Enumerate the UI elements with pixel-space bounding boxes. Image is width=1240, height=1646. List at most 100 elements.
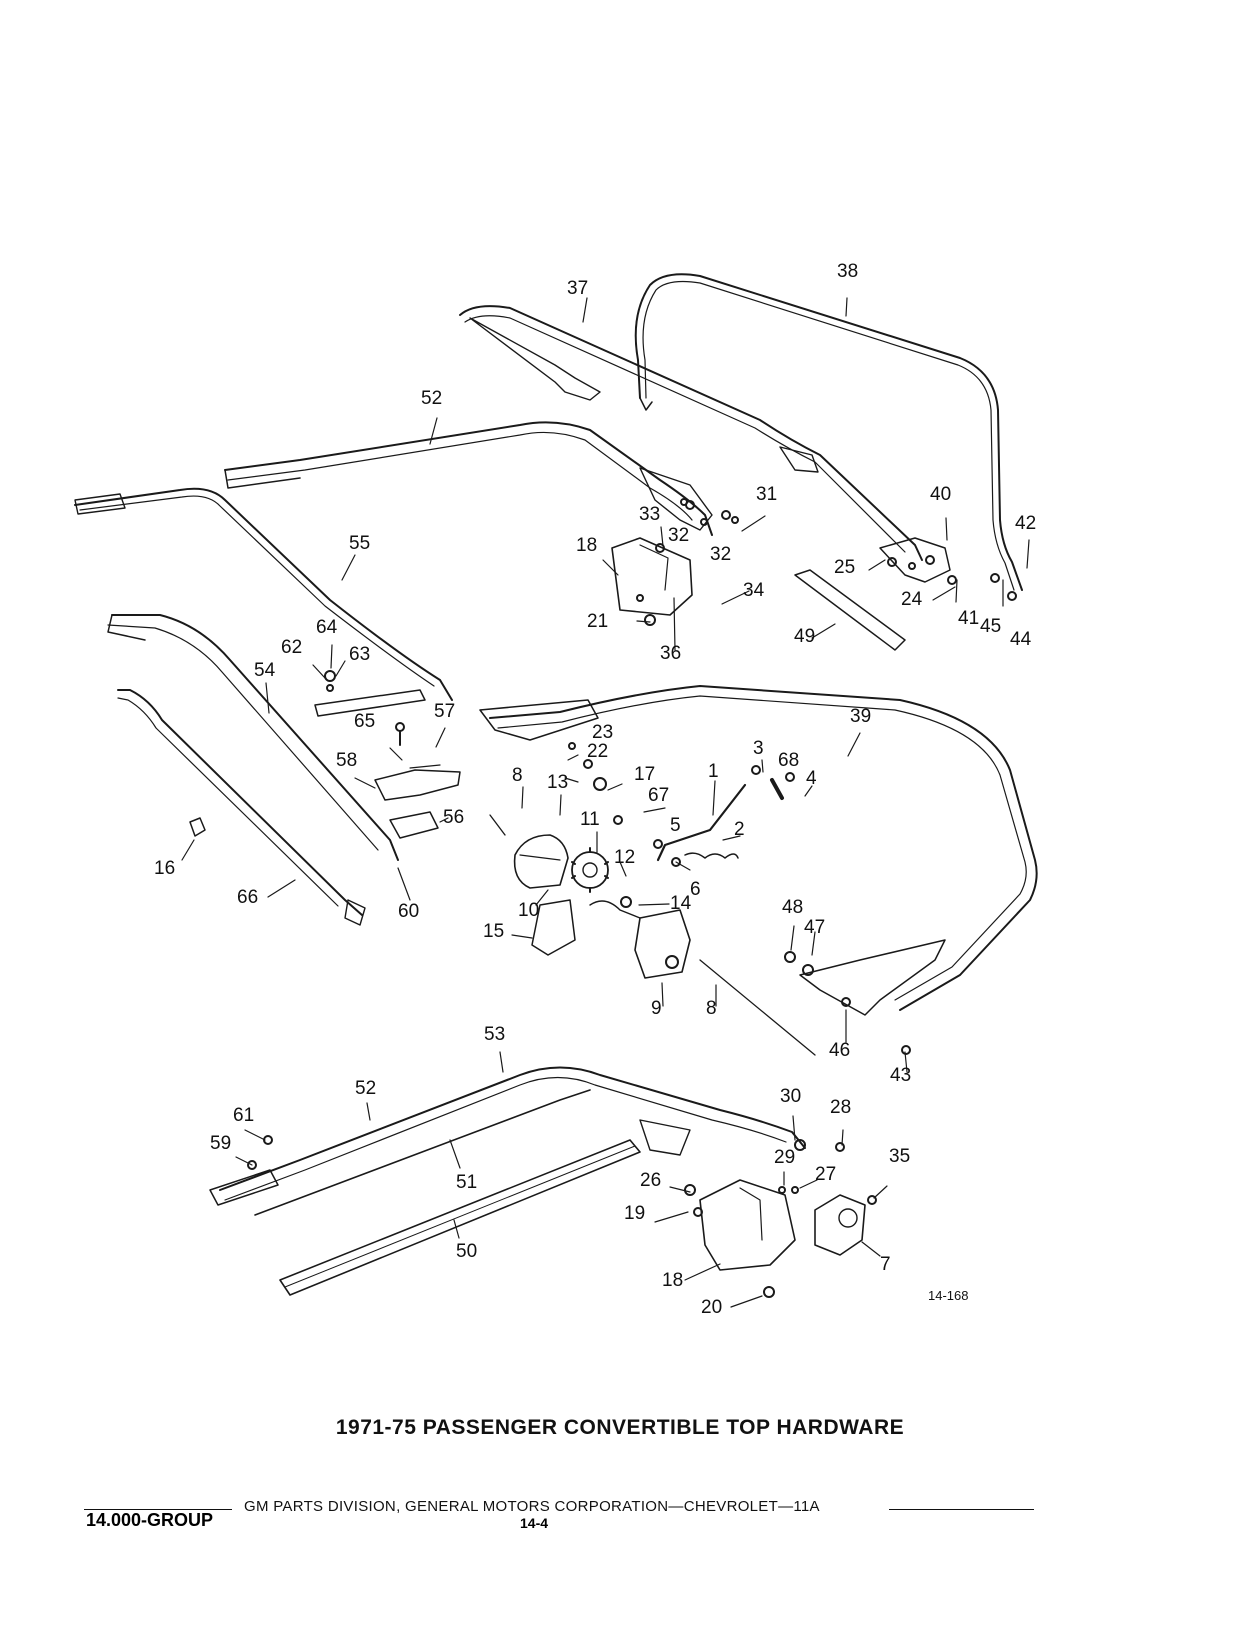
callout-label: 48 [782,897,803,918]
callout-label: 62 [281,637,302,658]
part-55-front-rail [74,487,453,701]
callout-label: 56 [443,807,464,828]
callout-label: 51 [456,1172,477,1193]
callout-label: 14 [670,893,692,914]
part-66-weatherstrip [117,689,363,916]
callout-label: 12 [614,847,635,868]
callout-label: 7 [880,1254,891,1275]
part-39-side-rail [489,685,1038,1011]
callout-label: 18 [662,1270,683,1291]
callout-label: 13 [547,772,568,793]
callout-label: 16 [154,858,175,879]
callout-label: 61 [233,1105,254,1126]
footer-rule-left [84,1509,232,1510]
footer-division: GM PARTS DIVISION, GENERAL MOTORS CORPOR… [244,1498,820,1515]
callout-label: 39 [850,706,871,727]
callout-label: 8 [512,765,523,786]
callout-label: 29 [774,1147,795,1168]
diagram-linework [74,273,1038,1308]
callout-label: 66 [237,887,258,908]
callout-label: 21 [587,611,608,632]
callout-label: 20 [701,1297,722,1318]
page-number: 14-4 [520,1515,549,1531]
callout-label: 41 [958,608,979,629]
callout-label: 36 [660,643,681,664]
callout-label: 60 [398,901,419,922]
callout-label: 22 [587,741,608,762]
callout-labels: 37 38 52 31 33 32 32 40 42 18 25 34 24 2… [154,261,1036,1318]
part-11-gear [571,851,609,889]
part-49-strip [794,569,906,651]
callout-label: 4 [806,768,817,789]
callout-label: 55 [349,533,370,554]
callout-label: 5 [670,815,681,836]
part-56-hinge [374,769,461,801]
part-16-clip [189,817,206,837]
callout-label: 32 [668,525,689,546]
part-50-strip [279,1139,641,1296]
callout-label: 44 [1010,629,1032,650]
part-51-rod [254,1089,591,1216]
callout-label: 15 [483,921,504,942]
callout-label: 1 [708,761,719,782]
footer-group: 14.000-GROUP [86,1510,214,1530]
callout-label: 9 [651,998,662,1019]
callout-label: 34 [743,580,765,601]
callout-label: 24 [901,589,923,610]
footer-rule-right [889,1509,1034,1510]
part-54-header-bow [111,614,399,861]
callout-label: 33 [639,504,660,525]
callout-label: 43 [890,1065,911,1086]
callout-label: 28 [830,1097,851,1118]
callout-label: 47 [804,917,825,938]
callout-label: 54 [254,660,276,681]
part-52-upper-side-rail [224,421,713,536]
callout-label: 58 [336,750,357,771]
callout-label: 30 [780,1086,801,1107]
part-18-bracket-upper [611,537,693,616]
part-18-bracket-lower [699,1179,796,1271]
callout-label: 35 [889,1146,910,1167]
part-38-rear-bow [634,273,1023,591]
callout-label: 11 [580,809,600,830]
callout-label: 27 [815,1164,836,1185]
part-15-bracket [531,899,576,956]
callout-label: 57 [434,701,455,722]
part-1-link [656,783,747,862]
callout-label: 6 [690,879,701,900]
callout-label: 17 [634,764,655,785]
part-63-link-arm [314,689,426,717]
callout-label: 63 [349,644,370,665]
callout-label: 52 [355,1078,376,1099]
callout-label: 59 [210,1133,231,1154]
callout-label: 42 [1015,513,1036,534]
callout-label: 67 [648,785,669,806]
part-8-cable [699,959,816,1056]
callout-label: 18 [576,535,597,556]
part-13-motor [513,834,569,889]
callout-label: 3 [753,738,764,759]
callout-label: 49 [794,626,815,647]
callout-label: 45 [980,616,1001,637]
callout-label: 65 [354,711,375,732]
callout-label: 31 [756,484,777,505]
callout-label: 25 [834,557,855,578]
page-title: 1971-75 PASSENGER CONVERTIBLE TOP HARDWA… [335,1416,905,1439]
part-9-motor-pump [634,909,691,979]
callout-label: 38 [837,261,858,282]
callout-label: 64 [316,617,338,638]
callout-label: 19 [624,1203,645,1224]
callout-label: 23 [592,722,613,743]
callout-label: 37 [567,278,588,299]
callout-label: 46 [829,1040,850,1061]
callout-label: 8 [706,998,717,1019]
callout-label: 40 [930,484,951,505]
part-37-roof-rail [459,305,923,561]
part-7-pump [814,1194,866,1256]
callout-label: 10 [518,900,539,921]
callout-label: 52 [421,388,442,409]
part-52-lower-rail [219,1066,806,1191]
figure-number: 14-168 [928,1288,968,1303]
callout-label: 2 [734,819,745,840]
callout-label: 53 [484,1024,505,1045]
